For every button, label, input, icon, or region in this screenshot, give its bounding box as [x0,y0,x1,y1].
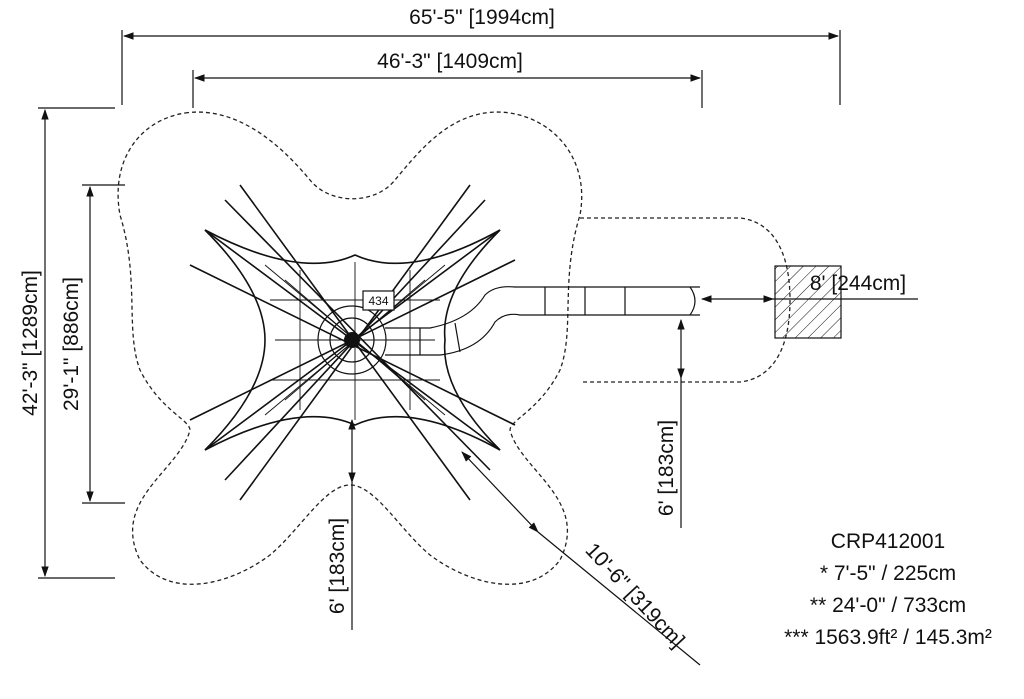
diagonal-label: 10'-6" [319cm] [581,539,689,653]
slide-clearance-label: 6' [183cm] [655,420,678,516]
safety-zone [117,111,791,585]
component-tag-box [362,290,395,311]
overall-depth-dimension: 42'-3" [1289cm] [19,107,115,579]
slide-exit-dimension: 8' [244cm] [700,272,918,303]
overall-depth-label: 42'-3" [1289cm] [19,270,42,416]
slide-clearance-dimension: 6' [183cm] [655,318,685,528]
inner-width-label: 46'-3" [1409cm] [377,50,523,73]
spec-line-3: *** 1563.9ft² / 145.3m² [784,626,992,649]
inner-width-dimension: 46'-3" [1409cm] [192,50,703,108]
overall-width-label: 65'-5" [1994cm] [409,6,555,29]
model-number: CRP412001 [831,530,945,553]
structure-clearance-label: 6' [183cm] [326,518,349,614]
inner-depth-label: 29'-1" [886cm] [60,277,83,411]
structure-clearance-dimension: 6' [183cm] [326,418,356,630]
net-structure [189,184,516,501]
inner-depth-dimension: 29'-1" [886cm] [60,184,125,504]
overall-width-dimension: 65'-5" [1994cm] [121,6,841,105]
slide-exit-area [774,265,842,339]
spec-block: CRP412001 * 7'-5" / 225cm ** 24'-0" / 73… [784,530,992,649]
slide-exit-label: 8' [244cm] [810,272,906,295]
spec-line-2: ** 24'-0" / 733cm [810,594,966,617]
component-tag: 434 [368,294,388,308]
spec-line-1: * 7'-5" / 225cm [820,562,956,585]
tube-slide [385,286,700,356]
